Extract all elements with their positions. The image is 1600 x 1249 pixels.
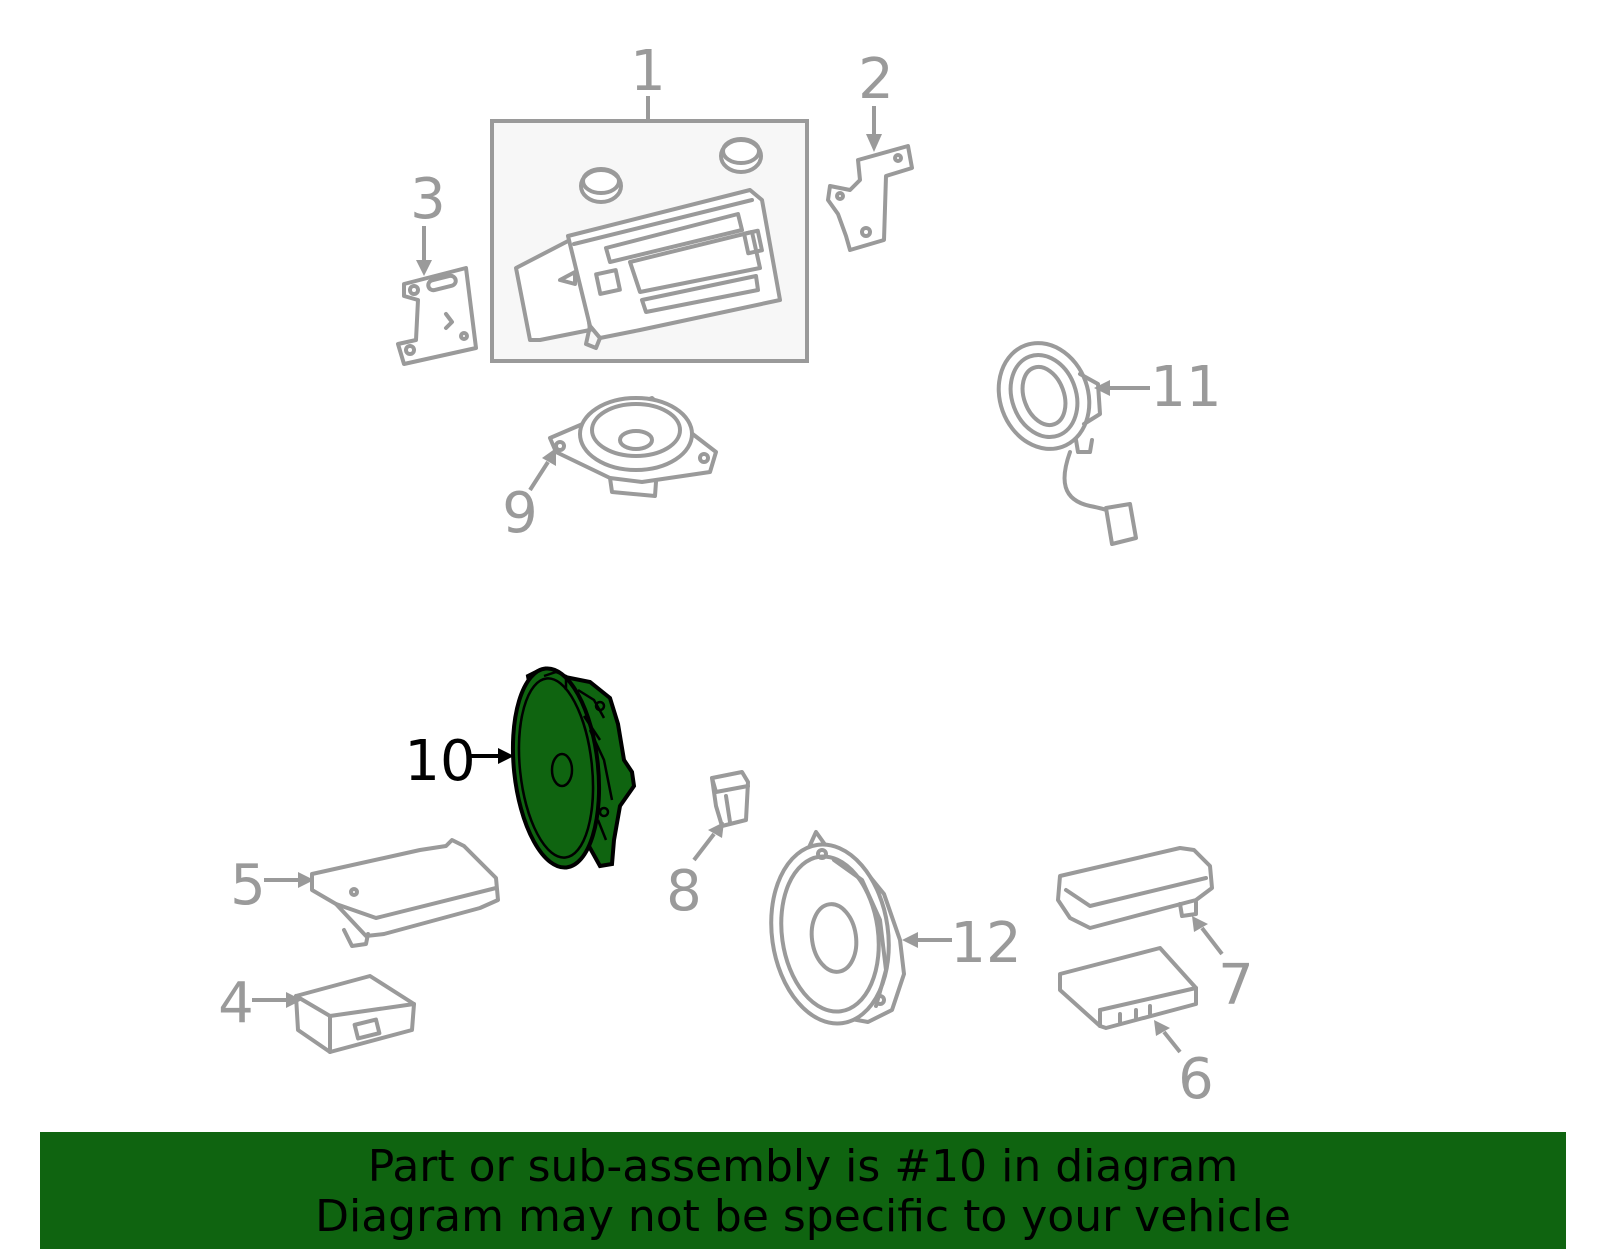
banner-line-2: Diagram may not be specific to your vehi… bbox=[315, 1191, 1291, 1242]
part-11-speaker[interactable] bbox=[984, 330, 1150, 546]
callout-11[interactable]: 11 bbox=[1150, 355, 1221, 420]
info-banner: Part or sub-assembly is #10 in diagram D… bbox=[40, 1132, 1566, 1249]
callout-9[interactable]: 9 bbox=[502, 481, 538, 546]
callout-10[interactable]: 10 bbox=[404, 729, 475, 794]
part-2-bracket[interactable] bbox=[826, 106, 914, 252]
banner-line-1: Part or sub-assembly is #10 in diagram bbox=[367, 1141, 1239, 1192]
part-5-cover[interactable] bbox=[264, 838, 500, 948]
part-1-radio-assembly[interactable] bbox=[490, 96, 809, 363]
callout-6[interactable]: 6 bbox=[1178, 1047, 1214, 1112]
part-4-module[interactable] bbox=[252, 974, 416, 1054]
callout-8[interactable]: 8 bbox=[666, 859, 702, 924]
part-7-cover[interactable] bbox=[1056, 846, 1224, 956]
callout-3[interactable]: 3 bbox=[410, 167, 446, 232]
callout-4[interactable]: 4 bbox=[218, 971, 254, 1036]
part-8-connector[interactable] bbox=[692, 770, 750, 862]
callout-5[interactable]: 5 bbox=[230, 853, 266, 918]
callout-7[interactable]: 7 bbox=[1218, 953, 1254, 1018]
callout-2[interactable]: 2 bbox=[858, 47, 894, 112]
callout-1[interactable]: 1 bbox=[630, 39, 666, 104]
part-6-amplifier[interactable] bbox=[1058, 946, 1198, 1054]
callout-12[interactable]: 12 bbox=[950, 911, 1021, 976]
part-3-bracket[interactable] bbox=[396, 226, 478, 366]
part-10-door-speaker[interactable] bbox=[468, 664, 637, 872]
part-12-speaker[interactable] bbox=[760, 830, 952, 1031]
part-9-tweeter[interactable] bbox=[528, 396, 718, 498]
